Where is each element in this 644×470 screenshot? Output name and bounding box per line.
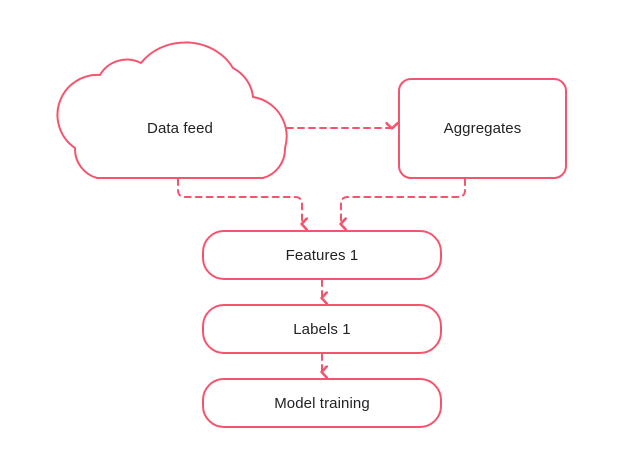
edge-data-feed-to-features [177,178,302,224]
node-features-box[interactable] [202,230,442,280]
node-aggregates-box[interactable] [398,78,567,179]
cloud-shape-data-feed[interactable] [56,41,288,179]
edge-aggregates-to-features [341,178,466,224]
node-model-training-box[interactable] [202,378,442,428]
node-labels-box[interactable] [202,304,442,354]
